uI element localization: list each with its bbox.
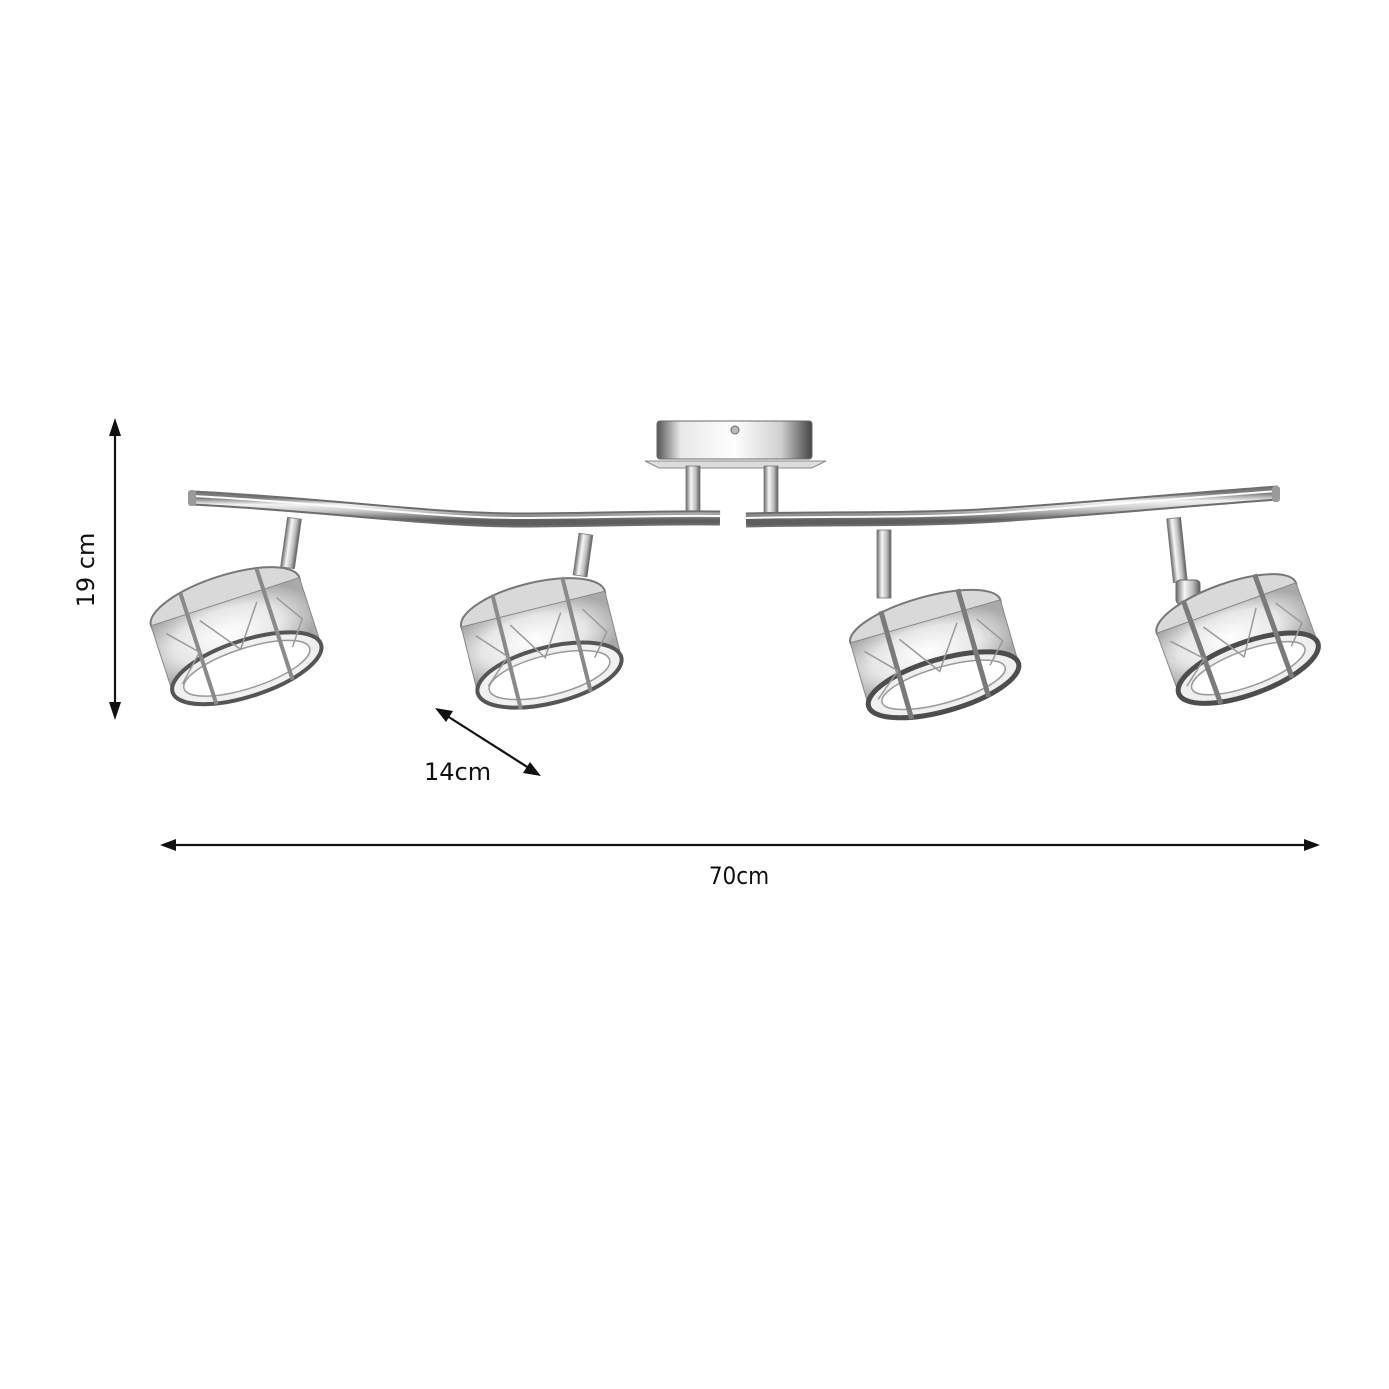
width-label: 70cm: [708, 862, 770, 890]
ceiling-plate: [644, 420, 827, 519]
spotlight-4: [1155, 517, 1321, 706]
height-label: 19 cm: [72, 532, 100, 608]
depth-dimension-arrow: [435, 708, 541, 776]
spotlight-1: [149, 516, 324, 707]
spotlight-3: [849, 529, 1022, 721]
width-dimension-arrow: [160, 839, 1320, 851]
height-dimension-arrow: [109, 418, 121, 720]
spotlight-2: [459, 532, 624, 710]
depth-label: 14cm: [424, 758, 492, 786]
left-arm: [188, 490, 721, 528]
right-arm: [745, 485, 1280, 528]
